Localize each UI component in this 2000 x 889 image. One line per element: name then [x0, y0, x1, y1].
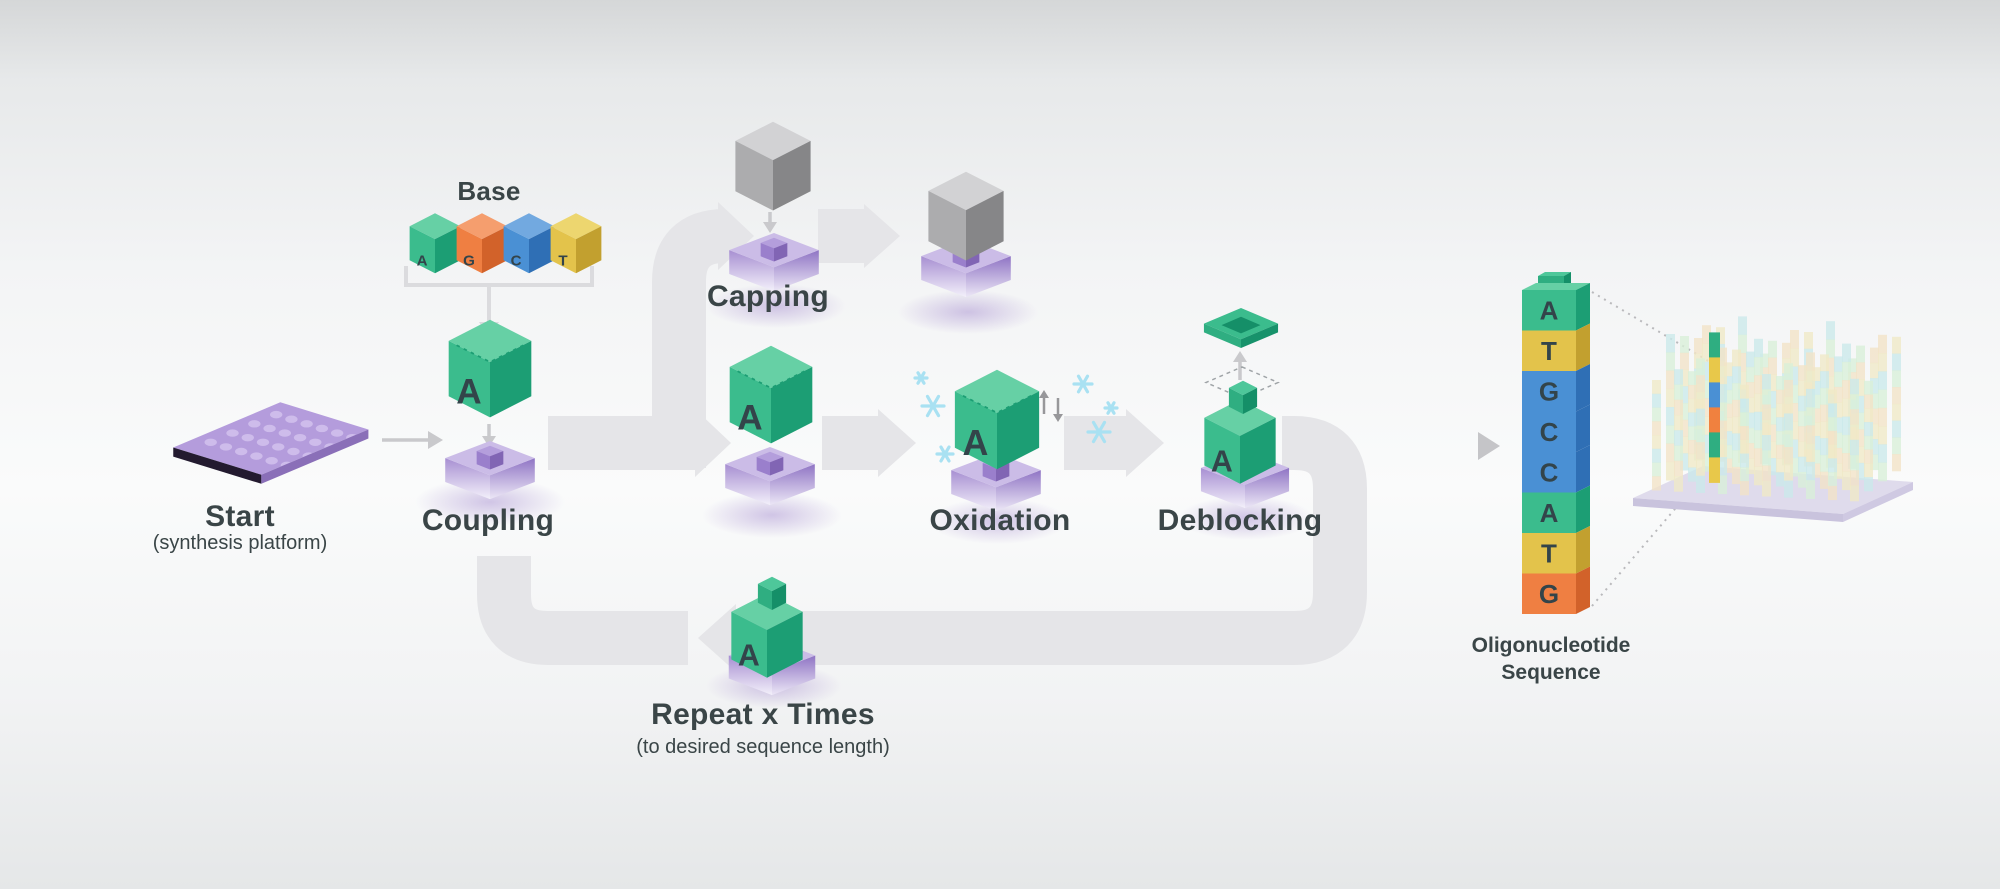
deblocking-removed-cap	[1203, 308, 1279, 348]
svg-text:A: A	[1540, 296, 1559, 326]
intermediate-cube: A	[729, 345, 813, 444]
platform-glow	[706, 284, 846, 328]
deblocking-label: Deblocking	[1157, 504, 1323, 537]
svg-text:C: C	[1540, 458, 1559, 488]
repeat-cap-cube	[757, 576, 787, 610]
svg-text:G: G	[1539, 377, 1559, 407]
deblocking-cap-cube	[1228, 380, 1258, 414]
coupling-cube: A	[448, 319, 532, 418]
capping-result-cube	[928, 171, 1004, 261]
svg-text:A: A	[417, 253, 428, 270]
sequence-label: Oligonucleotide Sequence	[1441, 632, 1661, 687]
start-subtitle: (synthesis platform)	[152, 532, 328, 554]
base-cube-t: T	[550, 213, 602, 274]
repeat-title: Repeat x Times	[651, 698, 875, 731]
band-loop-return	[477, 556, 688, 665]
svg-text:T: T	[1541, 539, 1557, 569]
intermediate-platform	[725, 446, 815, 506]
base-bracket	[404, 266, 594, 322]
start-title: Start	[205, 500, 275, 533]
base-label: Base	[457, 176, 521, 206]
oxidation-cube: A	[954, 369, 1040, 470]
capping-gray-cube	[735, 121, 811, 211]
thin-arrows	[382, 212, 1242, 442]
oxidation-label: Oxidation	[929, 504, 1071, 537]
start-plate-bumps	[204, 410, 359, 470]
capping-platform	[729, 232, 819, 292]
svg-text:C: C	[511, 253, 522, 270]
deblocking-cube: A	[1204, 399, 1276, 484]
coupling-label: Coupling	[421, 504, 555, 537]
band-arrowheads	[695, 202, 1164, 672]
oligo-array-illustration	[1633, 316, 1913, 522]
svg-text:A: A	[456, 372, 481, 411]
sequence-label-line1: Oligonucleotide	[1471, 634, 1631, 657]
svg-text:A: A	[1540, 498, 1559, 528]
oxidation-sparkles	[913, 371, 1119, 463]
coupling-platform	[445, 440, 535, 500]
sequence-arrow-icon	[1478, 432, 1500, 460]
sequence-label-line2: Sequence	[1501, 661, 1601, 685]
svg-text:G: G	[1539, 579, 1559, 609]
svg-text:A: A	[963, 423, 989, 463]
band-deblocking-loop	[736, 416, 1367, 665]
repeat-cube: A	[731, 593, 803, 678]
svg-text:T: T	[558, 253, 568, 270]
start-plate	[173, 402, 369, 484]
sequence-dotted-connectors	[1591, 291, 1711, 607]
thin-arrowheads	[428, 222, 1247, 449]
platform-glow	[898, 290, 1038, 334]
svg-text:A: A	[1211, 446, 1233, 479]
oxidation-mini-arrowheads	[1039, 390, 1063, 422]
svg-text:A: A	[737, 398, 762, 437]
repeat-subtitle: (to desired sequence length)	[636, 736, 890, 758]
base-cube-g: G	[456, 213, 508, 274]
base-cube-a: A	[409, 213, 461, 274]
svg-text:A: A	[738, 640, 760, 673]
capping-label: Capping	[706, 280, 830, 313]
svg-text:T: T	[1541, 336, 1557, 366]
band-riser-to-capping	[652, 209, 727, 468]
svg-text:C: C	[1540, 417, 1559, 447]
svg-text:G: G	[463, 253, 475, 270]
oxidation-mini-arrows	[1042, 398, 1060, 414]
base-cube-c: C	[503, 213, 555, 274]
